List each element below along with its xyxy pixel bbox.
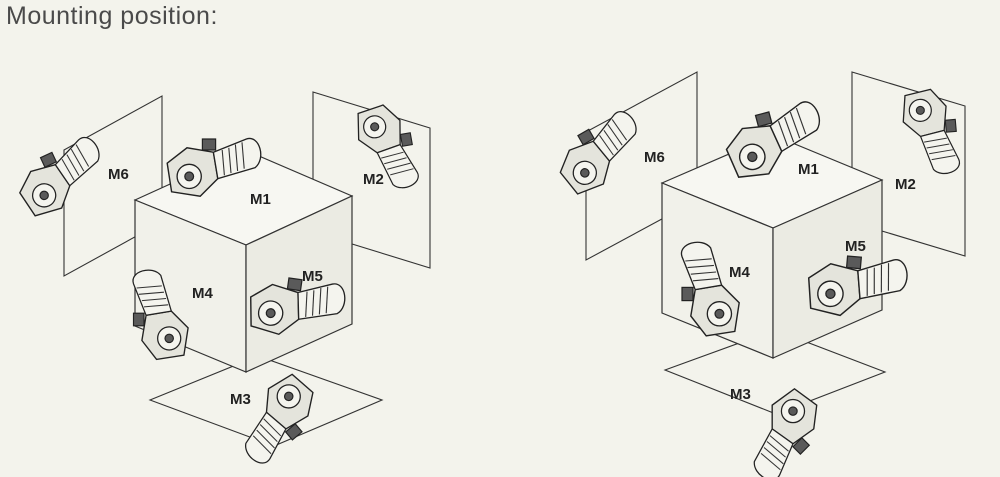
position-label: M3 bbox=[230, 391, 251, 408]
position-label: M5 bbox=[302, 268, 323, 285]
gear-motor-icon bbox=[547, 106, 655, 201]
gear-motor-icon bbox=[899, 86, 961, 178]
position-label: M4 bbox=[192, 285, 213, 302]
position-label: M1 bbox=[798, 161, 819, 178]
gear-motor-icon bbox=[223, 367, 329, 469]
position-label: M2 bbox=[363, 171, 384, 188]
position-label: M1 bbox=[250, 191, 271, 208]
page-title: Mounting position: bbox=[6, 2, 218, 30]
plane-m3 bbox=[148, 355, 384, 447]
gear-motor-icon bbox=[9, 132, 115, 223]
position-label: M6 bbox=[108, 166, 129, 183]
position-label: M4 bbox=[729, 264, 750, 281]
right-diagram: M1 M2 M3 M4 M5 M6 bbox=[547, 71, 966, 477]
position-label: M6 bbox=[644, 149, 665, 166]
left-diagram: M1 M2 M3 M4 M5 M6 bbox=[9, 91, 431, 469]
position-label: M2 bbox=[895, 176, 916, 193]
position-label: M5 bbox=[845, 238, 866, 255]
position-label: M3 bbox=[730, 386, 751, 403]
